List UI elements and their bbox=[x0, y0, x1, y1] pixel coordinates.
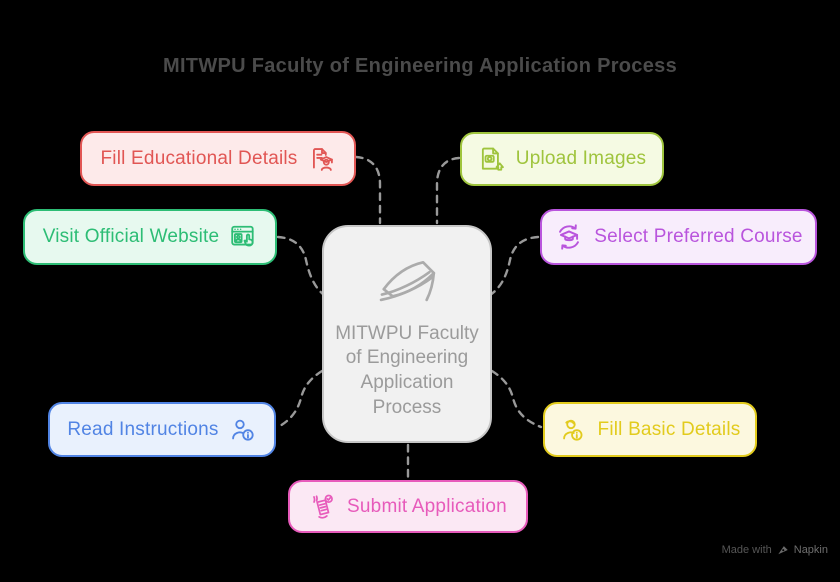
book-pages-icon bbox=[379, 260, 436, 301]
connector-read-instructions bbox=[276, 369, 324, 429]
center-node[interactable]: MITWPU Faculty of Engineering Applicatio… bbox=[322, 225, 492, 443]
diagram-title: MITWPU Faculty of Engineering Applicatio… bbox=[162, 55, 678, 77]
watermark-prefix: Made with bbox=[721, 544, 772, 556]
step-upload-images[interactable]: Upload Images bbox=[460, 132, 664, 186]
graduation-cap-sync-icon bbox=[559, 224, 580, 250]
connector-fill-basic-details bbox=[490, 369, 543, 429]
step-fill-basic-details[interactable]: Fill Basic Details bbox=[543, 402, 757, 457]
center-node-label: MITWPU Faculty of Engineering Applicatio… bbox=[335, 322, 479, 418]
document-graduate-icon bbox=[312, 147, 333, 171]
step-visit-official-website[interactable]: Visit Official Website bbox=[23, 209, 277, 265]
connector-upload-images bbox=[435, 156, 461, 225]
watermark-brand: Napkin bbox=[793, 544, 828, 556]
browser-id-pointer-icon bbox=[231, 225, 254, 247]
napkin-watermark[interactable]: Made with Napkin bbox=[722, 544, 828, 556]
document-camera-upload-icon bbox=[481, 147, 504, 171]
step-select-preferred-course[interactable]: Select Preferred Course bbox=[540, 209, 817, 265]
connector-select-preferred-course bbox=[488, 235, 540, 297]
step-label: Select Preferred Course bbox=[594, 226, 803, 247]
step-label: Upload Images bbox=[515, 148, 647, 169]
step-label: Visit Official Website bbox=[42, 226, 220, 247]
step-label: Read Instructions bbox=[67, 418, 219, 440]
hand-document-check-icon bbox=[313, 494, 333, 519]
step-read-instructions[interactable]: Read Instructions bbox=[48, 402, 276, 457]
napkin-logo-icon bbox=[778, 546, 788, 555]
step-label: Fill Basic Details bbox=[597, 418, 741, 440]
person-info-icon bbox=[231, 419, 254, 441]
step-submit-application[interactable]: Submit Application bbox=[288, 480, 528, 533]
person-info-icon bbox=[562, 419, 582, 441]
step-label: Submit Application bbox=[347, 495, 507, 517]
step-label: Fill Educational Details bbox=[100, 147, 298, 169]
connector-visit-official-website bbox=[276, 235, 326, 297]
step-fill-educational-details[interactable]: Fill Educational Details bbox=[80, 131, 356, 186]
connector-fill-educational-details bbox=[354, 155, 382, 225]
